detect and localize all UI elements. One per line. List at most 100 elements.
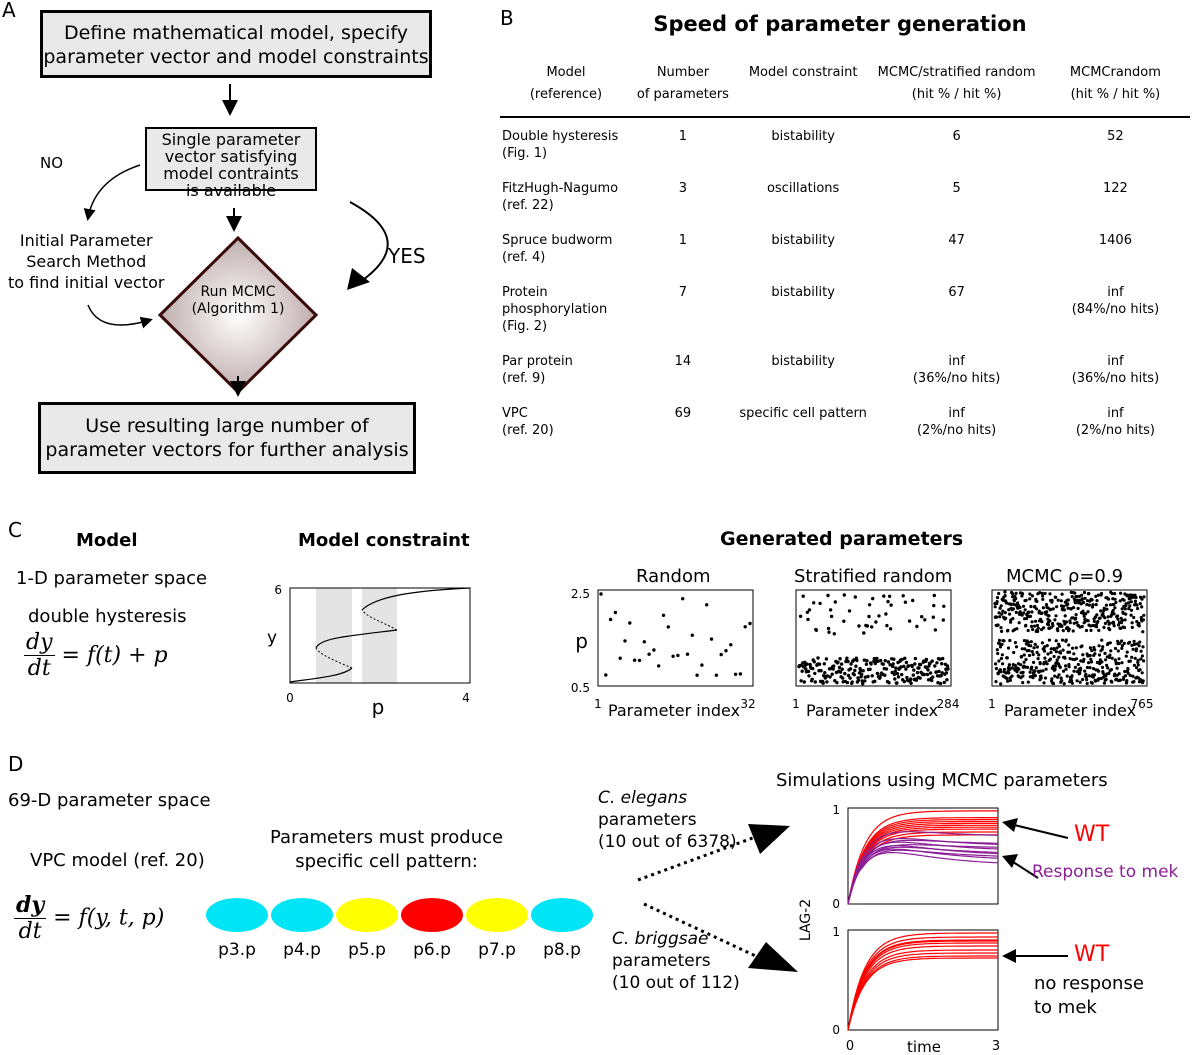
scatter-point [1136,658,1140,662]
scatter-frame [991,589,1148,687]
scatter-point [839,662,844,666]
scatter-point [928,661,932,665]
scatter-point [1116,649,1120,653]
scatter-point [997,591,1001,596]
scatter-point [840,667,844,671]
scatter-point [1072,606,1076,610]
scatter-point [743,625,747,629]
scatter-point [1112,612,1116,616]
scatter-point [1095,613,1099,617]
scatter-point [1029,624,1034,628]
scatter-point [808,662,812,667]
text-line: to find initial vector [8,273,165,292]
scatter-point [1048,619,1052,623]
scatter-point [1081,609,1085,613]
scatter-point [1034,666,1038,670]
x-end-stratified: 284 [937,697,960,711]
scatter-point [1049,650,1053,655]
scatter-point [1000,612,1004,616]
scatter-point [1021,681,1025,685]
scatter-point [733,672,738,676]
scatter-point [850,680,854,684]
lag2-y-label: LAG-2 [798,899,814,941]
value: 6 [952,129,961,144]
scatter-point [1022,639,1026,643]
scatter-point [1068,657,1072,661]
scatter-point [1021,670,1025,674]
eq-numerator: dy [14,892,47,919]
cell-model: FitzHugh-Nagumo(ref. 22) [500,170,632,222]
scatter-point [996,651,1000,656]
plot-frame [847,929,999,1031]
model-ref: (Fig. 2) [502,319,548,334]
scatter-point [818,601,822,606]
box-line: Single parameter [161,130,301,149]
scatter-point [1115,666,1119,670]
box-line: vector satisfying [164,147,298,166]
scatter-point [928,671,933,675]
scatter-point [945,678,949,682]
scatter-plots: 2.5 0.5 p 1 32 Parameter index 1 284 Par… [571,587,1154,720]
scatter-point [1046,652,1050,656]
scatter-point [1028,670,1032,674]
scatter-point [814,628,819,632]
scatter-point [1017,667,1021,671]
scatter-point [995,648,999,652]
scatter-point [1086,610,1090,614]
scatter-point [676,653,680,658]
y-axis-label: y [267,628,277,648]
scatter-point [1061,629,1065,633]
scatter-point [1117,661,1121,666]
scatter-point [1018,605,1022,610]
scatter-point [878,675,882,679]
scatter-point [1115,614,1120,618]
x-tick-0: 0 [846,1039,854,1054]
scatter-point [828,608,833,612]
scatter-point [1035,650,1039,654]
eq-rhs: = f(y, t, p) [53,905,165,931]
arrow-wt-top [1009,823,1069,839]
scatter-point [1139,657,1143,661]
scatter-point [1140,671,1144,675]
scatter-point [930,659,934,663]
model-heading: Model [76,530,138,551]
scatter-point [1031,627,1035,632]
scatter-point [1005,677,1009,681]
box-line: Use resulting large number of [85,415,369,437]
x-start-stratified: 1 [792,697,800,711]
cell-number: 3 [678,181,688,196]
model-ref: (ref. 9) [502,371,546,386]
scatter-point [1106,615,1110,619]
scatter-point [1093,648,1097,652]
scatter-point [807,674,811,678]
scatter-point [700,663,704,667]
scatter-point [1014,591,1018,595]
scatter-point [1043,645,1047,649]
scatter-point [1141,645,1145,649]
scatter-point [802,680,806,684]
scatter-point [891,662,895,666]
scatter-point [1056,675,1060,679]
scatter-point [1139,678,1143,682]
scatter-point [1054,614,1058,618]
scatter-point [1130,655,1134,659]
scatter-point [1042,681,1046,685]
scatter-point [1027,610,1031,614]
x-tick-3: 3 [992,1039,1000,1054]
scatter-point [936,681,940,685]
scatter-point [1062,604,1066,608]
scatter-point [1080,597,1084,601]
scatter-point [1067,627,1071,631]
scatter-point [878,658,883,663]
scatter-point [1121,611,1125,615]
x-end-mcmc: 765 [1131,697,1154,711]
text-line: Initial Parameter [19,231,153,250]
scatter-point [940,671,944,675]
scatter-point [1051,681,1056,686]
scatter-point [1060,638,1065,642]
cell-constraint: bistability [771,233,835,248]
scatter-point [1135,666,1139,670]
scatter-point [852,673,856,677]
scatter-point [729,643,733,647]
